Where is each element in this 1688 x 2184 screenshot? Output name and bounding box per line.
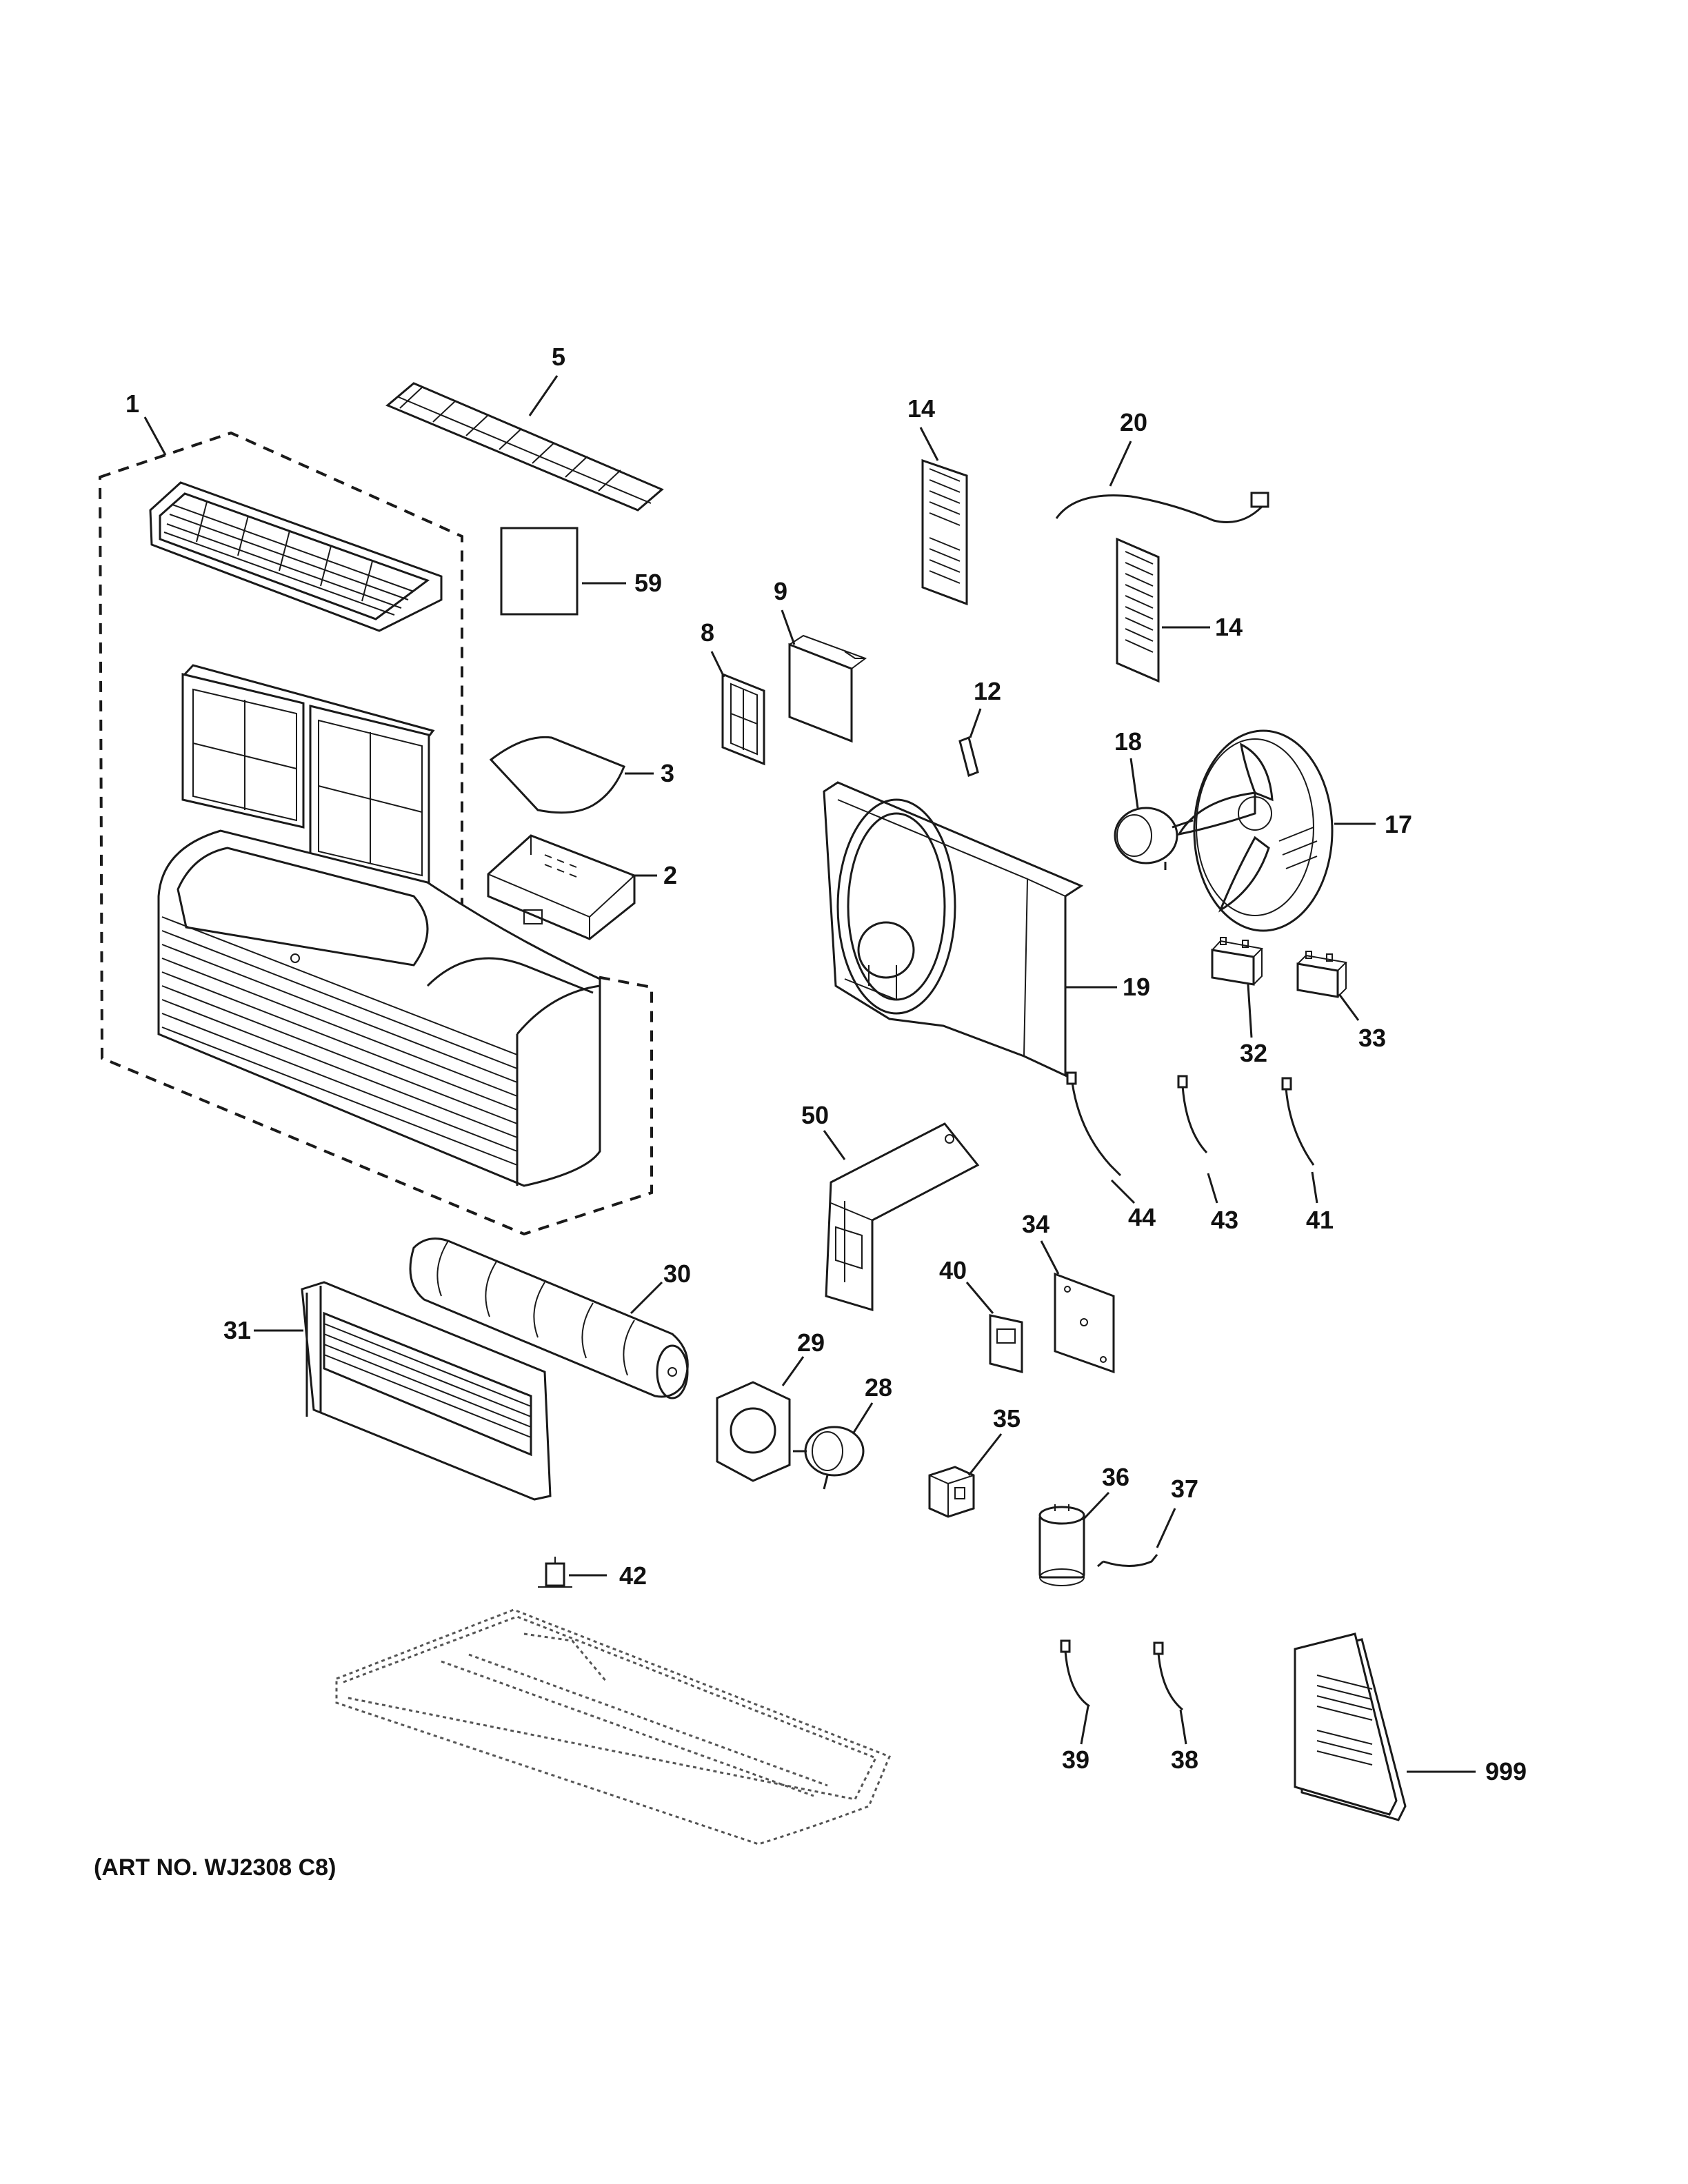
- callout-42: 42: [619, 1561, 647, 1590]
- run-capacitor-drawing: [1038, 1504, 1085, 1586]
- front-grille-drawing: [149, 481, 443, 632]
- callout-50: 50: [801, 1101, 829, 1129]
- callout-3: 3: [661, 759, 674, 787]
- callout-37: 37: [1171, 1475, 1198, 1503]
- callout-14-lower: 14: [1215, 613, 1243, 641]
- callout-36: 36: [1102, 1463, 1129, 1491]
- sensor-39-drawing: [1064, 1650, 1090, 1708]
- callout-20: 20: [1120, 408, 1147, 436]
- callout-1: 1: [125, 390, 139, 418]
- front-cover-assembly: [98, 431, 653, 1236]
- bracket-8-drawing: [721, 672, 765, 766]
- callout-30: 30: [663, 1260, 691, 1288]
- callout-38: 38: [1171, 1746, 1198, 1774]
- fan-motor-drawing: [1114, 807, 1194, 870]
- callout-41: 41: [1306, 1206, 1334, 1234]
- callout-43: 43: [1211, 1206, 1238, 1234]
- base-pan-drawing: [335, 1608, 891, 1846]
- callout-9: 9: [774, 577, 787, 605]
- control-bracket-drawing: [825, 1122, 980, 1312]
- condenser-shroud-drawing: [823, 781, 1084, 1078]
- access-door-drawing: [489, 736, 625, 814]
- capacitor-strap-drawing: [1097, 1554, 1158, 1568]
- callout-5: 5: [552, 343, 565, 371]
- sensor-41-drawing: [1285, 1087, 1315, 1166]
- callout-999: 999: [1485, 1757, 1527, 1786]
- callout-40: 40: [939, 1256, 967, 1284]
- callout-31: 31: [223, 1316, 251, 1344]
- thermostat-42-drawing: [538, 1557, 572, 1588]
- evaporator-drawing: [301, 1281, 552, 1501]
- motor-bracket-drawing: [716, 1381, 791, 1482]
- side-grille-upper-drawing: [921, 458, 968, 606]
- callout-44: 44: [1128, 1203, 1156, 1231]
- air-filters-drawing: [181, 664, 435, 885]
- callout-35: 35: [993, 1404, 1021, 1433]
- side-grille-lower-drawing: [1116, 537, 1160, 683]
- blower-wheel-drawing: [409, 1237, 689, 1399]
- transformer-drawing: [928, 1466, 975, 1518]
- wire-20-drawing: [1055, 492, 1269, 523]
- sensor-44-drawing: [1071, 1082, 1122, 1177]
- control-panel-drawing: [487, 834, 636, 940]
- callout-17: 17: [1385, 810, 1412, 838]
- clip-12-drawing: [958, 736, 979, 778]
- callout-34: 34: [1022, 1210, 1049, 1238]
- capacitor-33-drawing: [1296, 951, 1348, 998]
- top-louver-strip-drawing: [385, 382, 664, 512]
- front-cabinet-drawing: [157, 829, 601, 1187]
- callout-32: 32: [1240, 1039, 1267, 1067]
- callout-14-upper: 14: [907, 394, 935, 423]
- callout-33: 33: [1358, 1024, 1386, 1052]
- sensor-38-drawing: [1157, 1652, 1183, 1711]
- art-number-caption: (ART NO. WJ2308 C8): [94, 1854, 336, 1881]
- callout-12: 12: [974, 677, 1001, 705]
- callout-28: 28: [865, 1373, 892, 1402]
- condenser-fan-drawing: [1176, 729, 1334, 932]
- blower-motor-drawing: [793, 1426, 865, 1490]
- callout-8: 8: [701, 618, 714, 647]
- label-sheet-drawing: [500, 527, 579, 616]
- callout-39: 39: [1062, 1746, 1089, 1774]
- board-40-drawing: [989, 1314, 1023, 1373]
- bracket-9-drawing: [788, 634, 867, 743]
- callout-2: 2: [663, 861, 677, 889]
- callout-59: 59: [634, 569, 662, 597]
- leader-lines: [143, 375, 1476, 1773]
- callout-18: 18: [1114, 727, 1142, 756]
- board-34-drawing: [1054, 1272, 1115, 1374]
- callout-19: 19: [1123, 973, 1150, 1001]
- callout-29: 29: [797, 1328, 825, 1357]
- capacitor-32-drawing: [1211, 937, 1264, 986]
- callout-labels: 1 2 3 5 8 9 12 14 14 17 18 19 20 28 29 3…: [125, 343, 1527, 1786]
- manual-drawing: [1294, 1632, 1407, 1821]
- sensor-43-drawing: [1181, 1085, 1208, 1154]
